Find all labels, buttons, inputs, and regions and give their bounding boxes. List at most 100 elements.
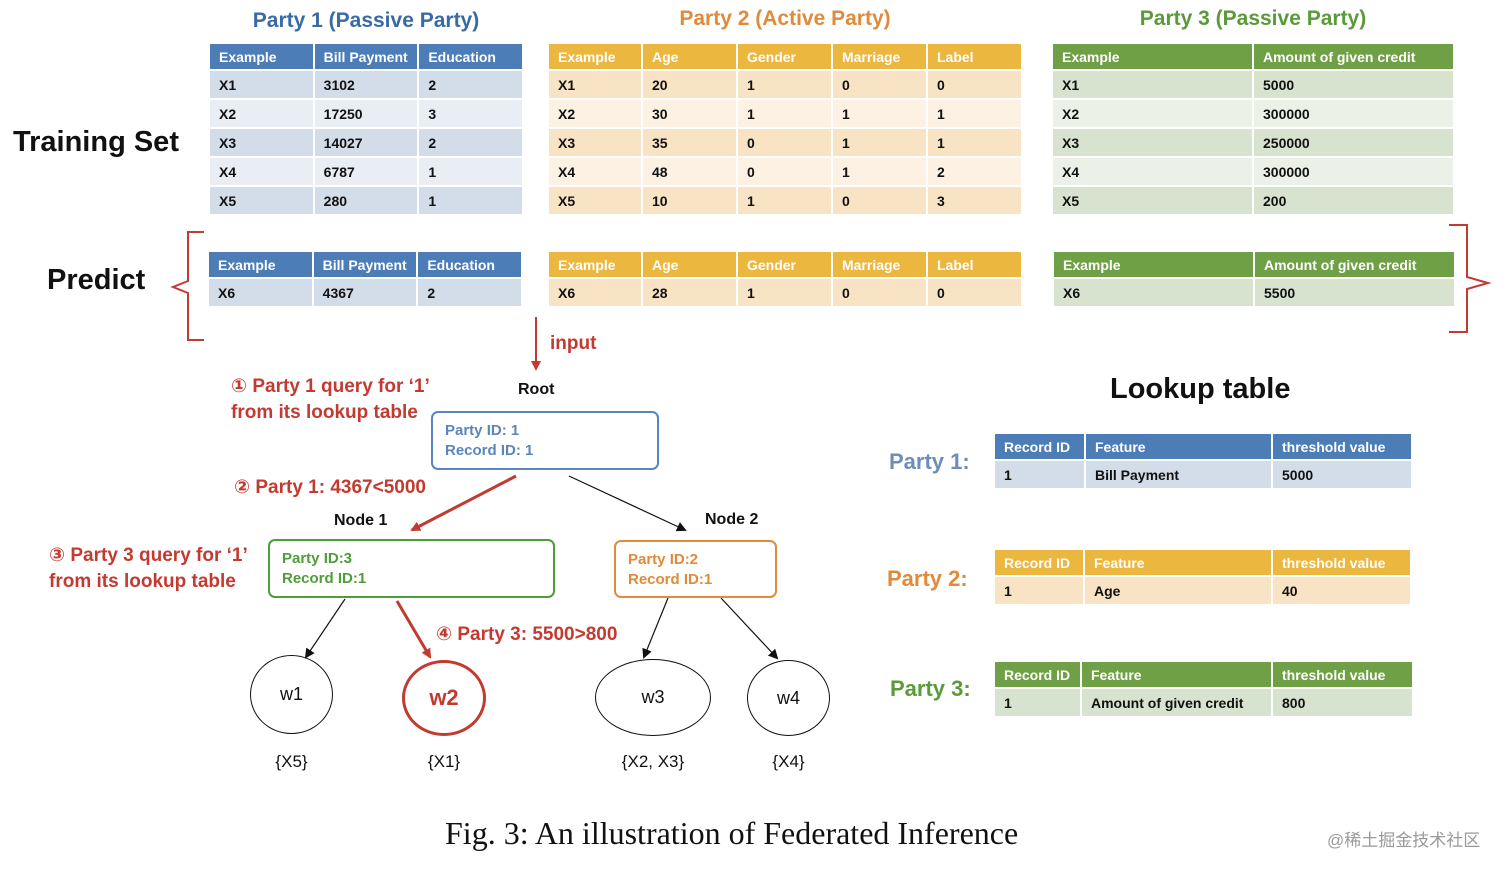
column-header: Amount of given credit (1254, 44, 1453, 69)
party3-title: Party 3 (Passive Party) (1139, 7, 1367, 30)
table-cell: X5 (210, 187, 313, 214)
step3-line1: ③ Party 3 query for ‘1’ (49, 545, 248, 566)
table-cell: 1 (995, 577, 1083, 604)
column-header: Example (1053, 44, 1252, 69)
table-cell: Amount of given credit (1082, 689, 1271, 716)
column-header: Feature (1085, 550, 1271, 575)
leaf-w3-set: {X2, X3} (621, 752, 685, 771)
leaf-w1: w1 (250, 655, 333, 734)
table-cell: 3102 (314, 71, 418, 98)
predict-left-bracket (170, 231, 204, 341)
table-cell: 5500 (1255, 279, 1454, 306)
table-cell: 1 (419, 158, 522, 185)
root-label: Root (518, 381, 555, 398)
lookup-party3-label: Party 3: (890, 676, 971, 701)
table-cell: X3 (1053, 129, 1252, 156)
column-header: Gender (737, 44, 831, 69)
root-node: Party ID: 1 Record ID: 1 (431, 411, 659, 470)
lookup-table-title: Lookup table (1110, 373, 1291, 405)
step2-note: ② Party 1: 4367<5000 (234, 477, 426, 498)
table-cell: X4 (1053, 158, 1252, 185)
party2-title: Party 2 (Active Party) (679, 7, 891, 30)
table-cell: X6 (209, 279, 312, 306)
leaf-w1-set: {X5} (275, 752, 308, 771)
node1-to-w2-arrow (395, 600, 432, 659)
table-cell: 3 (419, 100, 522, 127)
node1: Party ID:3 Record ID:1 (268, 539, 555, 598)
table-cell: X4 (210, 158, 313, 185)
predict-right-bracket (1449, 224, 1492, 333)
column-header: Age (642, 44, 736, 69)
table-cell: 1 (832, 100, 926, 127)
table-cell: 1 (832, 129, 926, 156)
table-cell: 1 (737, 279, 831, 306)
table-cell: X5 (1053, 187, 1252, 214)
column-header: Example (209, 252, 312, 277)
step3-line2: from its lookup table (49, 571, 236, 592)
node2-to-w4-arrow (720, 597, 779, 660)
column-header: threshold value (1273, 434, 1411, 459)
table-cell: X3 (210, 129, 313, 156)
table-cell: 0 (832, 71, 926, 98)
column-header: Label (927, 44, 1021, 69)
table-cell: 1 (927, 129, 1021, 156)
table-cell: 0 (927, 279, 1021, 306)
table-cell: 1 (832, 158, 926, 185)
table-cell: 5000 (1273, 461, 1411, 488)
column-header: Bill Payment (313, 252, 417, 277)
table-cell: 5000 (1254, 71, 1453, 98)
table-cell: 1 (995, 461, 1084, 488)
table-cell: X6 (1054, 279, 1253, 306)
table-cell: X2 (1053, 100, 1252, 127)
column-header: Record ID (995, 550, 1083, 575)
party1-title: Party 1 (Passive Party) (252, 9, 480, 32)
table-cell: 35 (642, 129, 736, 156)
column-header: threshold value (1273, 550, 1410, 575)
table-cell: 0 (927, 71, 1021, 98)
column-header: Age (642, 252, 736, 277)
root-record-id: Record ID: 1 (445, 442, 534, 459)
column-header: Feature (1086, 434, 1271, 459)
table-cell: X4 (549, 158, 641, 185)
node2-to-w3-arrow (642, 597, 669, 659)
node2-record-id: Record ID:1 (628, 571, 713, 588)
table-cell: 0 (832, 187, 926, 214)
step3-note: ③ Party 3 query for ‘1’ from its lookup … (49, 543, 248, 595)
table-cell: X6 (549, 279, 641, 306)
table-cell: 4367 (313, 279, 417, 306)
step1-note: ① Party 1 query for ‘1’ from its lookup … (231, 374, 430, 426)
table-cell: 280 (314, 187, 418, 214)
lookup-party1-label: Party 1: (889, 449, 970, 474)
node1-label: Node 1 (334, 512, 388, 529)
column-header: threshold value (1273, 662, 1412, 687)
table-cell: 2 (419, 71, 522, 98)
column-header: Example (210, 44, 313, 69)
column-header: Gender (737, 252, 831, 277)
column-header: Marriage (832, 252, 926, 277)
table-cell: X1 (549, 71, 641, 98)
column-header: Label (927, 252, 1021, 277)
table-cell: 2 (419, 129, 522, 156)
lookup-party2-label: Party 2: (887, 566, 968, 591)
leaf-w3: w3 (595, 659, 711, 736)
table-cell: 200 (1254, 187, 1453, 214)
node1-party-id: Party ID:3 (282, 550, 353, 567)
column-header: Record ID (995, 662, 1080, 687)
table-cell: 800 (1273, 689, 1412, 716)
training-set-label: Training Set (13, 126, 179, 158)
table-cell: 0 (832, 279, 926, 306)
table-cell: 20 (642, 71, 736, 98)
node2-party-id: Party ID:2 (628, 551, 699, 568)
